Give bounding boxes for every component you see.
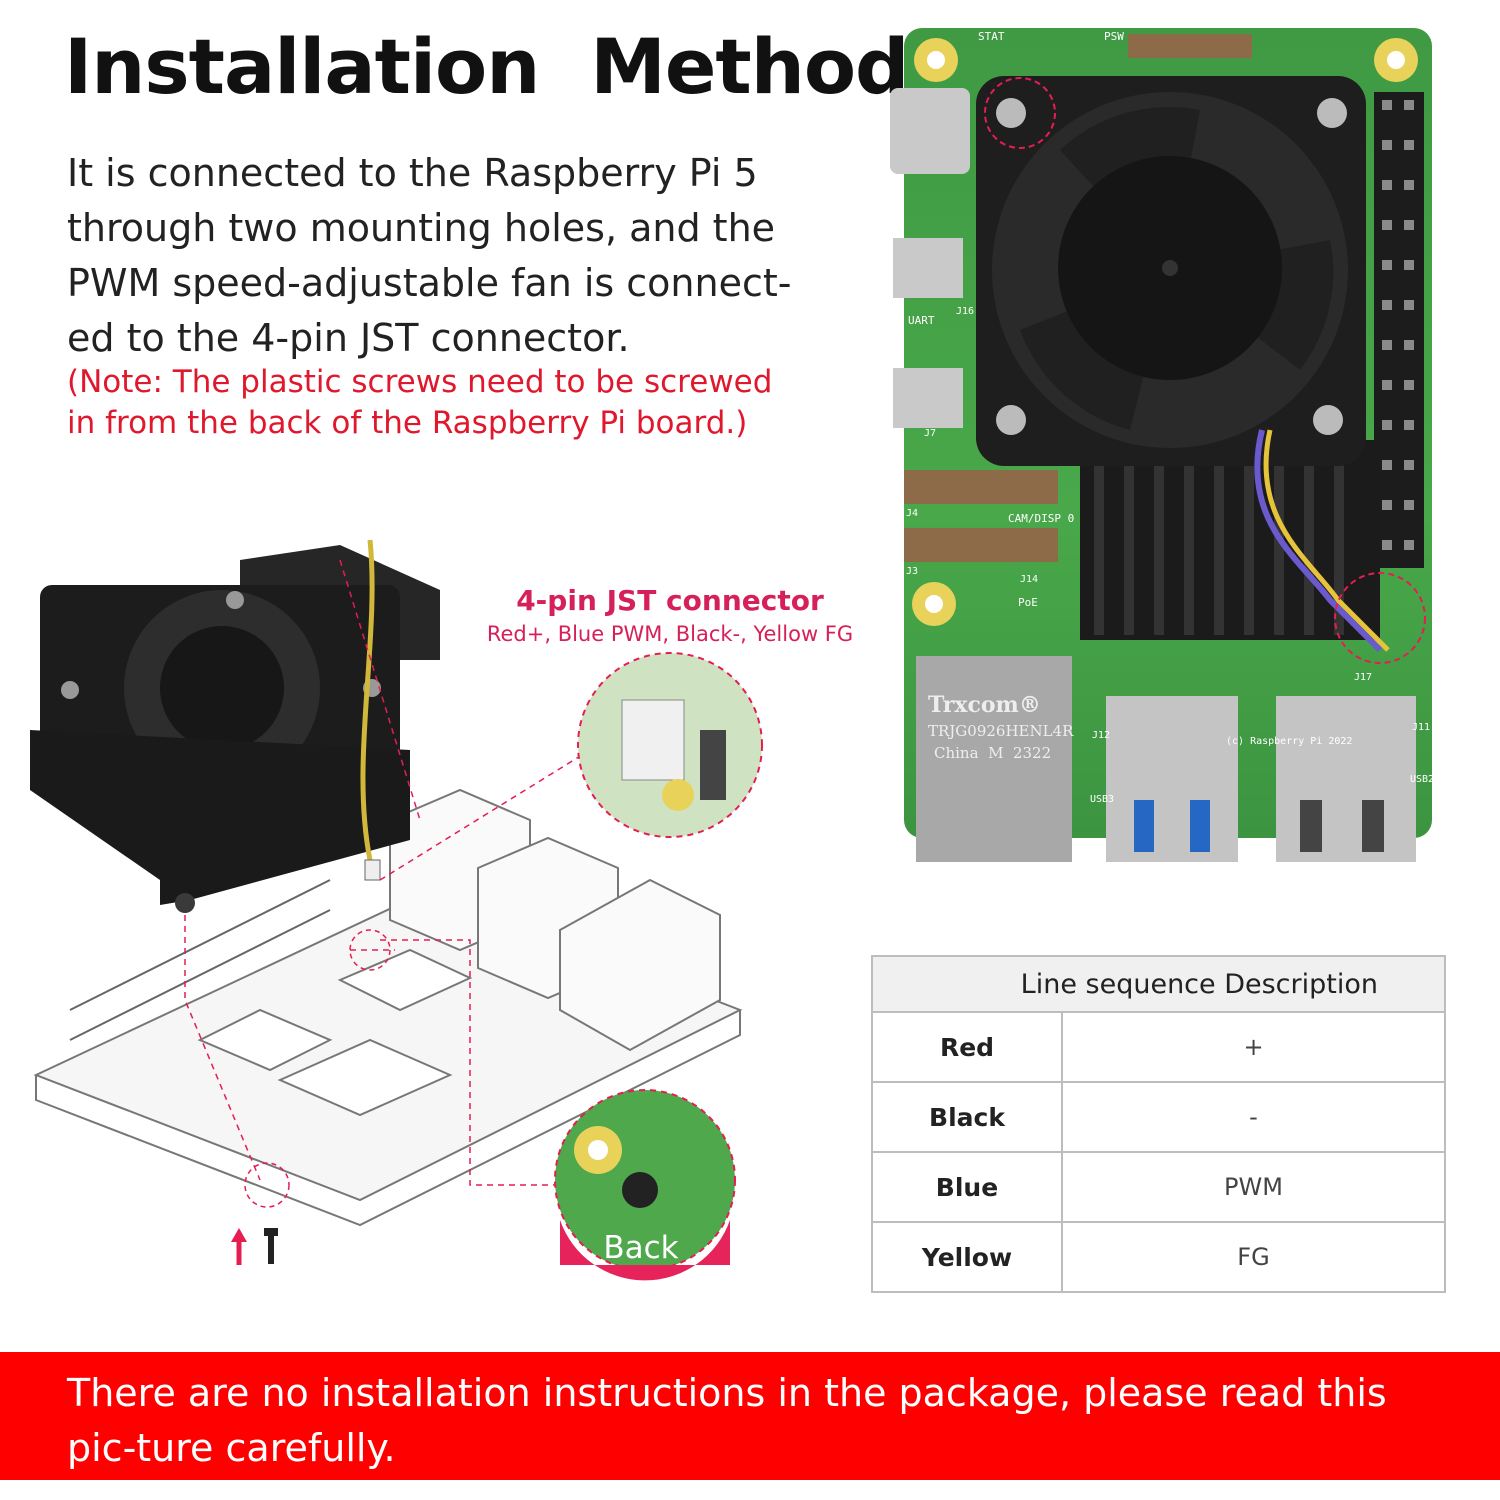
wire-color-cell: Yellow — [871, 1221, 1063, 1293]
table-header: Line sequence Description — [871, 955, 1446, 1013]
table-row: Red + — [871, 1011, 1446, 1083]
cam-disp-label: CAM/DISP 0 — [1008, 512, 1075, 525]
usb2-label: USB2 — [1410, 774, 1435, 785]
table-header-row: Line sequence Description — [871, 955, 1446, 1013]
warning-banner — [0, 1352, 1500, 1480]
j11-label: J11 — [1412, 722, 1431, 733]
j16-label: J16 — [956, 306, 975, 317]
intro-text: It is connected to the Raspberry Pi 5 th… — [67, 151, 792, 360]
table-row: Black - — [871, 1081, 1446, 1153]
wire-desc-cell: - — [1061, 1081, 1446, 1153]
j17-label: J17 — [1354, 672, 1373, 683]
wire-color-cell: Blue — [871, 1151, 1063, 1223]
wire-color-cell: Red — [871, 1011, 1063, 1083]
j7-label: J7 — [924, 428, 937, 439]
poe-label: PoE — [1018, 596, 1038, 609]
wire-desc-cell: + — [1061, 1011, 1446, 1083]
wire-color-cell: Black — [871, 1081, 1063, 1153]
j3-label: J3 — [906, 566, 919, 577]
back-label: Back — [603, 1230, 679, 1266]
copyright-label: (c) Raspberry Pi 2022 — [1226, 736, 1353, 747]
uart-label: UART — [908, 314, 935, 327]
wire-desc-cell: FG — [1061, 1221, 1446, 1293]
j12-label: J12 — [1092, 730, 1111, 741]
j14-label: J14 — [1020, 574, 1039, 585]
table-row: Blue PWM — [871, 1151, 1446, 1223]
page-title: Installation Method — [64, 22, 909, 111]
line-sequence-table: Line sequence Description Red + Black - … — [871, 955, 1446, 1293]
note-text: (Note: The plastic screws need to be scr… — [67, 364, 773, 441]
usb3-label: USB3 — [1090, 794, 1115, 805]
connector-subtitle: Red+, Blue PWM, Black-, Yellow FG — [486, 622, 854, 646]
psw-label: PSW — [1104, 30, 1124, 43]
j4-label: J4 — [906, 508, 919, 519]
stat-label: STAT — [978, 30, 1005, 43]
ethernet-brand-label: Trxcom® — [928, 692, 1041, 718]
wire-desc-cell: PWM — [1061, 1151, 1446, 1223]
ethernet-origin-label: China M 2322 — [934, 744, 1052, 762]
ethernet-model-label: TRJG0926HENL4R — [928, 722, 1074, 740]
table-row: Yellow FG — [871, 1221, 1446, 1293]
warning-banner-text: There are no installation instructions i… — [67, 1371, 1387, 1470]
connector-title: 4-pin JST connector — [516, 584, 824, 617]
